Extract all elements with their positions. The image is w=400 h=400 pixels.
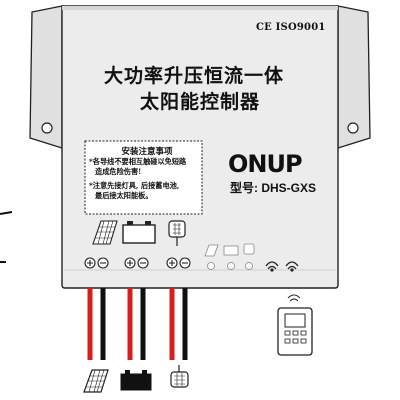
screw-hole-icon [347,122,359,134]
product-title-line2: 太阳能控制器 [140,91,261,113]
notice-heading: 安装注意事项 [121,147,173,157]
solar-panel-icon [83,369,109,393]
ground-wire-stub [0,211,13,263]
notice-line: 最后接太阳能板。 [95,191,153,200]
certification-mark: CE ISO9001 [256,22,326,33]
battery-icon [122,221,156,244]
remote-control-icon [277,294,313,356]
brand-logo: ONUP [228,150,303,178]
output-wires [87,288,188,360]
notice-box [84,140,203,215]
model-label: 型号: DHS-GXS [230,181,317,195]
solar-panel-icon [92,220,118,245]
battery-icon [120,370,152,391]
notice-line: 造成危险伤害! [95,167,142,176]
notice-line: *注意先接灯具, 后接蓄电池, [89,181,180,190]
wireless-signal-icon [265,261,299,272]
status-indicator-icons [204,243,255,270]
notice-line: *各导线不要相互触碰以免短路 [89,157,187,166]
product-title-line1: 大功率升压恒流一体 [104,65,285,87]
right-mounting-bracket [337,5,371,149]
led-lamp-icon [170,365,189,388]
led-lamp-icon [168,220,186,246]
left-mounting-bracket [29,5,63,149]
terminal-screws [84,257,191,269]
screw-hole-icon [41,122,53,134]
